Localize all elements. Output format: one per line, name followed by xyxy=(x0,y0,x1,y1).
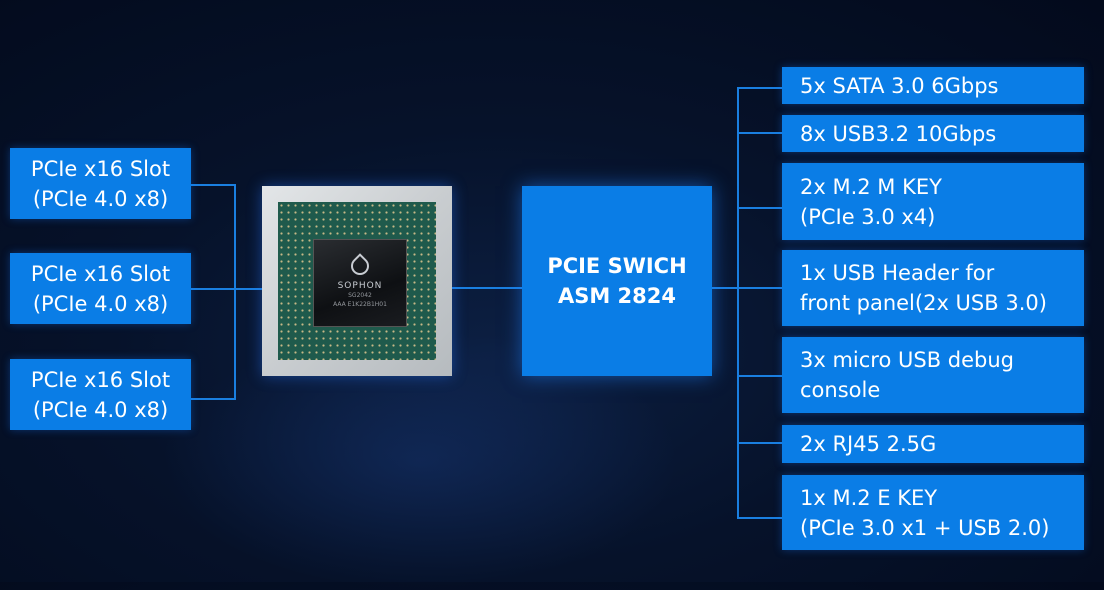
io-item-label: 2x RJ45 2.5G xyxy=(800,432,937,456)
sophon-logo-icon xyxy=(347,253,373,279)
connector-line xyxy=(737,87,739,519)
chip-die: SOPHON SG2042 AAA E1K22B1H01 xyxy=(313,239,407,327)
pcie-slot-title: PCIe x16 Slot xyxy=(30,156,171,181)
connector-line xyxy=(737,287,782,289)
connector-line xyxy=(191,184,235,186)
io-item-detail: console xyxy=(800,378,881,402)
connector-line xyxy=(737,132,782,134)
pcie-slot-box: PCIe x16 Slot (PCIe 4.0 x8) xyxy=(10,253,191,324)
pcie-slot-title: PCIe x16 Slot xyxy=(30,261,171,286)
pcie-slot-spec: (PCIe 4.0 x8) xyxy=(32,291,169,316)
pcie-slot-title: PCIe x16 Slot xyxy=(30,367,171,392)
switch-title: PCIE SWICH xyxy=(547,254,687,278)
cpu-chip: SOPHON SG2042 AAA E1K22B1H01 xyxy=(262,186,452,376)
io-item-label: 1x M.2 E KEY xyxy=(800,485,938,510)
io-item-label: 5x SATA 3.0 6Gbps xyxy=(800,73,999,98)
switch-model: ASM 2824 xyxy=(557,284,677,308)
connector-line xyxy=(234,184,236,400)
chip-code: AAA E1K22B1H01 xyxy=(333,301,387,308)
connector-line xyxy=(191,288,235,290)
connector-line xyxy=(737,375,782,377)
connector-line xyxy=(737,207,782,209)
connector-line xyxy=(234,288,262,290)
io-item-box: 3x micro USB debug console xyxy=(782,337,1084,413)
pcie-slot-box: PCIe x16 Slot (PCIe 4.0 x8) xyxy=(10,359,191,430)
io-item-label: 2x M.2 M KEY xyxy=(800,174,942,199)
io-item-label: 8x USB3.2 10Gbps xyxy=(800,121,997,146)
io-item-label: 1x USB Header for xyxy=(800,261,995,285)
connector-line xyxy=(737,517,782,519)
chip-model: SG2042 xyxy=(348,292,372,299)
io-item-box: 1x USB Header for front panel(2x USB 3.0… xyxy=(782,250,1084,326)
pcie-switch-box: PCIE SWICH ASM 2824 xyxy=(522,186,712,376)
pcie-slot-spec: (PCIe 4.0 x8) xyxy=(32,397,169,422)
io-item-detail: (PCIe 3.0 x1 + USB 2.0) xyxy=(800,515,1050,540)
connector-line xyxy=(452,287,522,289)
io-item-label: 3x micro USB debug xyxy=(800,348,1014,372)
connector-line xyxy=(737,442,782,444)
io-item-box: 2x RJ45 2.5G xyxy=(782,425,1084,463)
io-item-box: 1x M.2 E KEY (PCIe 3.0 x1 + USB 2.0) xyxy=(782,475,1084,550)
io-item-box: 5x SATA 3.0 6Gbps xyxy=(782,67,1084,104)
io-item-box: 2x M.2 M KEY (PCIe 3.0 x4) xyxy=(782,163,1084,240)
io-item-box: 8x USB3.2 10Gbps xyxy=(782,115,1084,152)
connector-line xyxy=(712,287,738,289)
pcie-slot-spec: (PCIe 4.0 x8) xyxy=(32,186,169,211)
connector-line xyxy=(191,398,235,400)
connector-line xyxy=(737,87,782,89)
io-item-detail: front panel(2x USB 3.0) xyxy=(800,291,1047,315)
pcie-slot-box: PCIe x16 Slot (PCIe 4.0 x8) xyxy=(10,148,191,219)
io-item-detail: (PCIe 3.0 x4) xyxy=(800,204,936,229)
chip-brand: SOPHON xyxy=(337,281,383,291)
